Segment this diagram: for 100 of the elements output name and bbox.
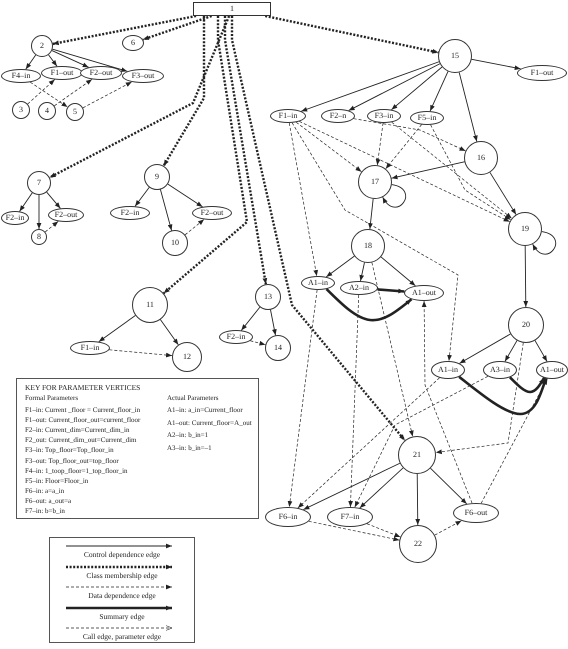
vertex-label: A3–in	[490, 366, 510, 374]
class-membership-arrow	[230, 16, 406, 442]
vertex-label: 15	[451, 52, 459, 60]
vertex-label: 11	[146, 301, 154, 309]
vertex-circle	[31, 35, 53, 57]
vertex-label: 19	[521, 225, 529, 233]
control-dependence-arrow	[504, 340, 518, 362]
vertex-label: 4	[45, 107, 49, 115]
parameter-vertex-ellipse	[327, 507, 373, 527]
vertex-circle	[31, 229, 47, 245]
vertex-label: F1–out	[530, 69, 554, 77]
control-dependence-arrow	[25, 54, 36, 70]
vertex-circle	[12, 101, 30, 119]
vertex-circle	[162, 230, 188, 256]
parameter-vertex-ellipse	[340, 281, 378, 295]
parameter-vertex-ellipse	[410, 111, 444, 125]
control-dependence-arrow	[368, 198, 374, 230]
vertex-circle	[399, 525, 437, 563]
vertex-circle	[38, 102, 56, 120]
data-dependence-arrow	[430, 124, 512, 220]
control-dependence-arrow	[98, 315, 136, 342]
class-membership-arrow	[142, 14, 212, 41]
control-dependence-arrow	[532, 231, 556, 255]
vertex-label: F1–in	[80, 344, 100, 352]
control-dependence-arrow	[160, 189, 172, 231]
vertex-label: 14	[274, 344, 282, 352]
parameter-key-box	[16, 378, 259, 519]
data-dependence-arrow	[296, 122, 362, 172]
vertex-label: A1–in	[308, 279, 328, 287]
data-dependence-arrow	[348, 294, 360, 508]
summary-arrow	[458, 376, 548, 416]
data-dependence-arrow	[385, 124, 422, 170]
vertex-label: F2–n	[330, 112, 346, 120]
vertex-label: 10	[171, 239, 179, 247]
vertex-label: F2–in	[6, 214, 24, 222]
vertex-circle	[66, 103, 84, 121]
data-dependence-arrow	[292, 122, 458, 362]
control-dependence-arrow	[430, 71, 448, 112]
vertex-label: 1	[230, 5, 234, 13]
parameter-vertex-ellipse	[270, 109, 306, 123]
control-dependence-arrow	[380, 256, 416, 286]
data-dependence-arrow	[376, 122, 384, 166]
vertex-circle	[172, 342, 202, 372]
control-dependence-arrow	[391, 161, 465, 180]
vertex-label: 6	[131, 39, 135, 47]
vertex-label: F6–in	[278, 513, 298, 521]
data-dependence-arrow	[288, 290, 318, 508]
control-dependence-arrow	[391, 66, 442, 110]
parameter-vertex-ellipse	[453, 503, 499, 523]
vertex-circle	[27, 171, 51, 195]
control-dependence-arrow	[523, 246, 528, 308]
control-dependence-arrow	[46, 192, 61, 209]
data-dependence-arrow	[30, 82, 68, 108]
control-dependence-arrow	[459, 334, 511, 364]
vertex-label: 3	[19, 106, 23, 114]
data-dependence-arrow	[288, 122, 318, 276]
control-dependence-arrow	[458, 72, 478, 142]
control-dependence-arrow	[300, 61, 440, 112]
parameter-vertex-ellipse	[48, 208, 84, 222]
vertex-label: 17	[371, 178, 379, 186]
vertex-circle	[358, 165, 392, 199]
parameter-vertex-ellipse	[431, 361, 465, 379]
class-membership-arrow	[264, 14, 439, 54]
vertex-label: A1–out	[412, 289, 436, 297]
vertex-label: 16	[477, 154, 485, 162]
vertex-label: 5	[73, 108, 77, 116]
control-dependence-arrow	[490, 172, 516, 215]
vertex-label: A2–in	[349, 284, 369, 292]
vertex-label: F3–out	[132, 72, 154, 80]
data-dependence-arrow	[27, 79, 56, 104]
control-dependence-arrow	[52, 48, 128, 72]
class-membership-arrow	[49, 16, 230, 179]
vertex-label: F6–out	[464, 509, 488, 517]
parameter-vertex-ellipse	[80, 66, 122, 80]
vertex-label: F5–in	[418, 114, 436, 122]
vertex-label: 12	[183, 353, 191, 361]
vertex-circle	[351, 229, 385, 263]
data-dependence-arrow	[299, 121, 510, 222]
summary-arrow	[326, 288, 412, 322]
class-membership-arrow	[162, 16, 248, 294]
parameter-vertex-ellipse	[192, 206, 232, 220]
control-dependence-arrow	[382, 184, 406, 208]
data-dependence-arrow	[184, 219, 204, 236]
control-dependence-arrow	[36, 194, 42, 230]
summary-arrow	[509, 376, 546, 394]
class-membership-arrow	[224, 16, 268, 284]
class-membership-arrow	[52, 14, 196, 46]
data-dependence-arrow	[44, 220, 59, 232]
parameter-vertex-ellipse	[1, 69, 41, 83]
vertex-label: 22	[414, 540, 422, 548]
control-dependence-arrow	[52, 50, 90, 68]
control-dependence-arrow	[534, 340, 548, 362]
parameter-vertex-ellipse	[483, 361, 517, 379]
vertex-label: 13	[264, 293, 272, 301]
vertex-label: 18	[364, 242, 372, 250]
control-dependence-arrow	[359, 467, 404, 508]
control-dependence-arrow	[302, 462, 400, 510]
data-dependence-arrow	[353, 118, 466, 152]
data-dependence-arrow	[297, 377, 440, 508]
vertex-circle	[438, 39, 472, 73]
